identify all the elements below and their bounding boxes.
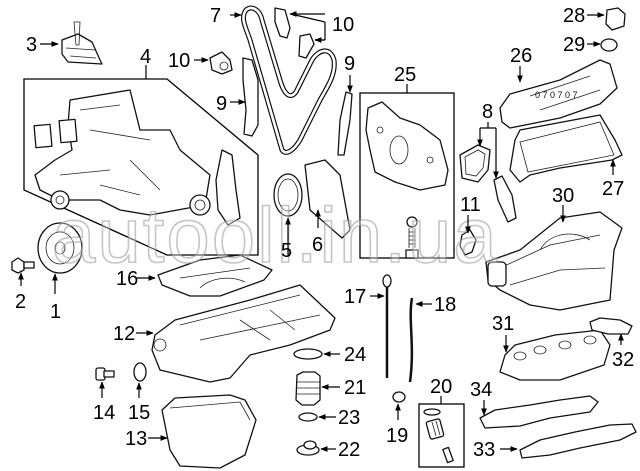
part-oil-baffle[interactable]	[157, 254, 273, 297]
callout-15[interactable]: 14	[93, 402, 115, 424]
part-throttle-gasket[interactable]	[589, 317, 633, 335]
part-gasket-8b[interactable]	[493, 175, 517, 223]
callout-23[interactable]: 22	[338, 439, 360, 461]
callout-17[interactable]: 16	[116, 268, 138, 290]
part-tensioner[interactable]	[209, 51, 233, 75]
part-timing-cover-kit[interactable]	[33, 89, 241, 226]
callout-32[interactable]: 31	[492, 313, 514, 335]
callout-16[interactable]: 15	[128, 402, 150, 424]
callout-11[interactable]: 11	[460, 194, 481, 216]
part-oring-25[interactable]	[293, 348, 323, 360]
part-drain-plug-23[interactable]	[296, 440, 320, 456]
part-timing-chain[interactable]	[241, 5, 337, 155]
part-lower-oil-pan[interactable]	[161, 394, 257, 469]
part-drain-plug[interactable]	[95, 367, 115, 381]
part-drain-gasket[interactable]	[133, 362, 147, 382]
callout-9-right[interactable]: 9	[344, 53, 355, 75]
part-cap-seal[interactable]	[600, 38, 618, 52]
callout-8[interactable]: 8	[482, 101, 493, 123]
part-chain-guides[interactable]	[274, 7, 315, 59]
callout-33[interactable]: 32	[612, 349, 634, 371]
callout-6[interactable]: 6	[312, 234, 323, 256]
part-oring-20[interactable]	[392, 391, 406, 403]
part-oil-filler-cap[interactable]	[605, 7, 626, 31]
callout-7[interactable]: 7	[210, 5, 221, 27]
part-oil-filter-housing[interactable]	[295, 371, 321, 406]
part-lower-intake[interactable]	[499, 329, 611, 381]
part-chain-guide-right[interactable]	[337, 91, 353, 156]
callout-19[interactable]: 18	[434, 294, 456, 316]
callout-13[interactable]: 12	[113, 323, 135, 345]
callout-22[interactable]: 21	[344, 377, 366, 399]
watermark-text: autooll.in.ua	[52, 191, 499, 279]
callout-5[interactable]: 5	[281, 240, 292, 262]
callout-30[interactable]: 29	[563, 34, 585, 56]
callout-27[interactable]: 26	[510, 45, 532, 67]
callout-18[interactable]: 17	[344, 286, 366, 308]
valve-cover-marking: 0 7 0 7 0 7	[535, 90, 578, 100]
callout-35[interactable]: 34	[470, 379, 492, 401]
part-pulley-bolt[interactable]	[11, 257, 35, 274]
callout-20[interactable]: 19	[386, 425, 408, 447]
callout-31[interactable]: 30	[552, 185, 574, 207]
callout-24[interactable]: 23	[338, 407, 360, 429]
part-intake-gasket-34[interactable]	[519, 423, 637, 459]
part-front-seal[interactable]	[273, 173, 303, 217]
part-dipstick[interactable]	[382, 274, 392, 378]
part-mount-bracket[interactable]	[61, 21, 103, 65]
part-oil-pump[interactable]	[365, 101, 449, 259]
callout-3[interactable]: 3	[26, 34, 37, 56]
part-intake-gasket-35[interactable]	[479, 395, 599, 429]
kit-box-4	[23, 78, 259, 256]
callout-2[interactable]: 2	[15, 291, 26, 313]
part-upper-oil-pan[interactable]	[151, 284, 336, 383]
part-oil-filter-kit[interactable]	[423, 408, 454, 464]
callout-1[interactable]: 1	[50, 301, 61, 323]
part-cover-gasket[interactable]	[304, 159, 351, 239]
callout-21[interactable]: 20	[430, 376, 452, 398]
part-oring-24[interactable]	[298, 412, 318, 422]
part-gasket-8a[interactable]	[459, 144, 491, 183]
callout-29[interactable]: 28	[563, 5, 585, 27]
leader-lines	[18, 11, 624, 452]
callout-26[interactable]: 25	[394, 64, 416, 86]
callout-10[interactable]: 10	[332, 14, 354, 36]
callout-labels: 3 4 10 7 9 10 9 25 26 28 29 8 27 11 30 5…	[15, 5, 634, 461]
callout-14[interactable]: 13	[125, 428, 147, 450]
callout-25[interactable]: 24	[344, 344, 366, 366]
callout-34[interactable]: 33	[473, 439, 495, 461]
part-chain-guide-left[interactable]	[242, 57, 259, 137]
part-dipstick-tube[interactable]	[408, 297, 414, 383]
part-valve-cover[interactable]: 0 7 0 7 0 7	[499, 59, 618, 129]
part-crank-pulley[interactable]	[37, 222, 83, 274]
callout-28[interactable]: 27	[602, 178, 624, 200]
callout-4[interactable]: 4	[140, 46, 151, 68]
part-intake-manifold[interactable]	[485, 211, 623, 311]
callout-12[interactable]: 10	[168, 50, 190, 72]
callout-9-left[interactable]: 9	[216, 93, 227, 115]
